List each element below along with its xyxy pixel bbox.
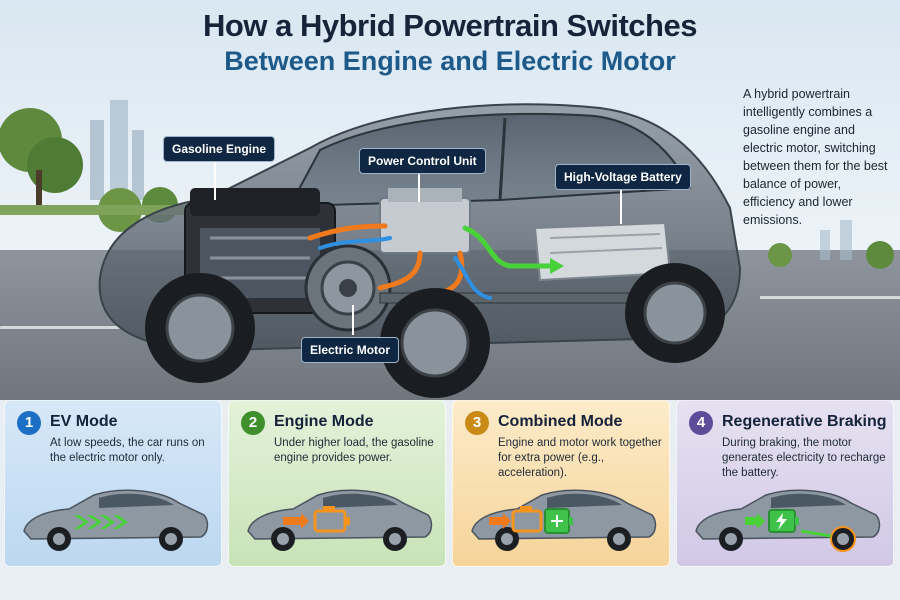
battery-charging-icon [768,509,799,533]
label-power-control-unit: Power Control Unit [359,148,486,174]
engine-mode-car-illustration [247,489,433,551]
mode-description: At low speeds, the car runs on the elect… [50,437,205,464]
mode-description: During braking, the motor generates elec… [722,437,886,479]
mode-card-engine: 2 Engine Mode Under higher load, the gas… [228,400,446,567]
mode-title: Engine Mode [274,413,374,430]
label-electric-motor: Electric Motor [301,337,400,363]
mode-number-badge: 3 [465,411,489,435]
intro-text: A hybrid powertrain intelligently combin… [743,87,888,227]
leader-line [620,188,622,224]
hybrid-car-cutaway [98,103,742,398]
label-gasoline-engine: Gasoline Engine [163,136,276,162]
label-high-voltage-battery: High-Voltage Battery [555,164,691,190]
regen-mode-car-illustration [695,489,881,552]
lane-marking [760,296,900,299]
engine-icon [313,506,350,533]
mode-number-badge: 2 [241,411,265,435]
combined-mode-car-illustration [471,489,657,551]
mode-description: Engine and motor work together for extra… [498,437,662,479]
mode-card-combined: 3 Combined Mode Engine and motor work to… [452,400,670,567]
leader-line [214,160,216,200]
mode-title: Regenerative Braking [722,413,887,430]
mode-number-badge: 1 [17,411,41,435]
mode-description: Under higher load, the gasoline engine p… [274,437,434,464]
mode-title: EV Mode [50,413,118,430]
mode-title: Combined Mode [498,413,623,430]
leader-line [418,172,420,202]
background-scenery [0,100,894,269]
mode-card-regenerative: 4 Regenerative Braking During braking, t… [676,400,894,567]
mode-card-ev: 1 EV Mode At low speeds, the car runs on… [4,400,222,567]
engine-and-battery-icon [511,506,573,534]
page-title: How a Hybrid Powertrain Switches [203,8,697,43]
mode-number-badge: 4 [689,411,713,435]
ev-mode-car-illustration [23,489,209,551]
leader-line [352,305,354,335]
footer-strip [0,567,900,600]
green-chevrons-icon [74,515,128,529]
page-subtitle: Between Engine and Electric Motor [224,46,676,76]
